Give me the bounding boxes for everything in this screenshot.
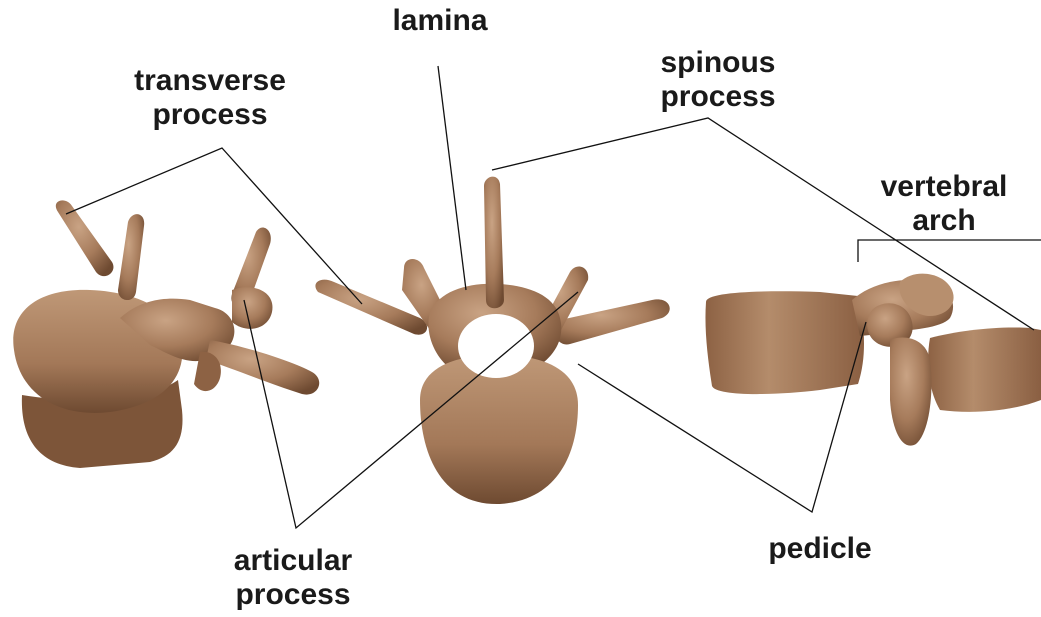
superior-spinous-process [484,177,504,309]
label-pedicle-text: pedicle [768,532,871,565]
label-transverse-process: transverse process [130,64,290,132]
vertebral-arch-leader [858,240,1041,262]
lateral-vertebra [705,274,1041,446]
oblique-transverse-process [56,200,114,276]
lateral-inferior-articular [890,337,931,445]
label-pedicle: pedicle [760,532,880,566]
lateral-vertebral-body [705,291,864,394]
label-spinous-line1: spinous [648,46,788,80]
label-spinous-process: spinous process [648,46,788,114]
label-transverse-line1: transverse [130,64,290,98]
lateral-spinous-process [928,327,1041,411]
superior-vertebra [315,177,669,504]
oblique-inferior-articular [232,287,272,329]
label-spinous-line2: process [648,80,788,114]
label-articular-line2: process [218,578,368,612]
label-lamina-text: lamina [392,4,487,37]
label-vertebral-line2: arch [866,204,1022,238]
label-vertebral-line1: vertebral [866,170,1022,204]
label-articular-process: articular process [218,544,368,612]
lamina-leader [438,66,466,290]
oblique-lower-process [206,340,319,395]
label-articular-line1: articular [218,544,368,578]
label-vertebral-arch: vertebral arch [866,170,1022,238]
label-lamina: lamina [384,4,496,38]
label-transverse-line2: process [130,98,290,132]
superior-vertebral-foramen [458,314,534,378]
transverse-leader [66,148,362,304]
oblique-upper-process [118,214,144,300]
